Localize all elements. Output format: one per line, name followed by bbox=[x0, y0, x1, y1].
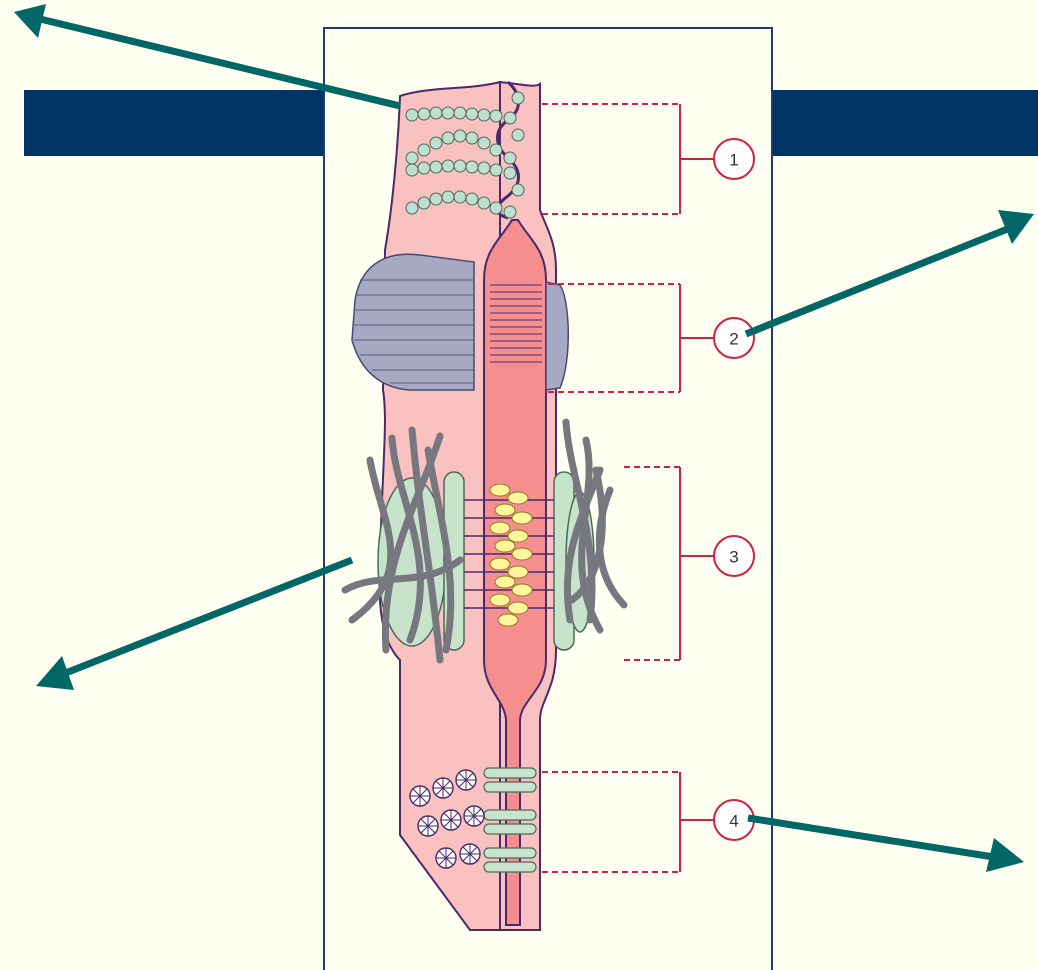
header-band-left bbox=[24, 90, 328, 156]
marker-2-label: 2 bbox=[729, 330, 738, 349]
marker-1: 1 bbox=[714, 139, 754, 179]
marker-3: 3 bbox=[714, 536, 754, 576]
marker-3-label: 3 bbox=[729, 548, 738, 567]
marker-2: 2 bbox=[714, 318, 754, 358]
header-band-right bbox=[772, 90, 1038, 156]
marker-4-label: 4 bbox=[729, 812, 738, 831]
marker-1-label: 1 bbox=[729, 151, 738, 170]
